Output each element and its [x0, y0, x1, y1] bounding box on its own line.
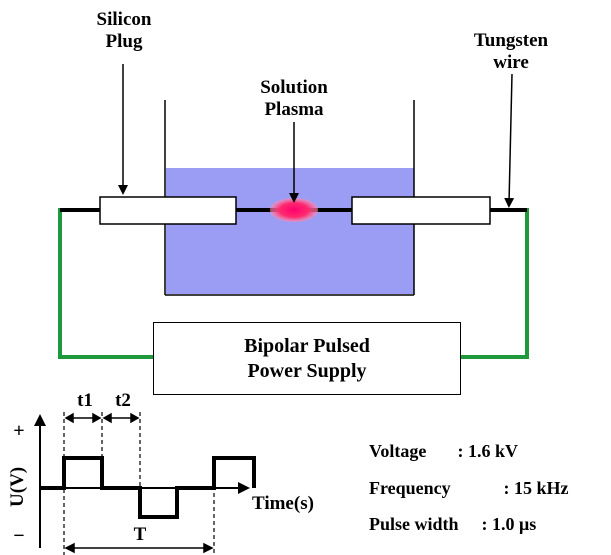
- silicon-plug-label: Silicon Plug: [84, 9, 164, 53]
- period-label: T: [133, 524, 147, 545]
- power-supply-line2: Power Supply: [247, 359, 367, 382]
- x-axis-arrowhead: [238, 482, 250, 494]
- silicon-plug-left: [99, 196, 237, 225]
- solution-plasma-label: Solution Plasma: [244, 77, 344, 121]
- y-axis-arrowhead: [34, 414, 46, 426]
- solution-plasma-label-line1: Solution: [260, 77, 328, 98]
- silicon-plug-right: [351, 196, 491, 225]
- param-frequency-name: Frequency: [369, 478, 451, 498]
- minus-sign: −: [13, 525, 25, 547]
- y-axis-label: U(V): [7, 466, 29, 507]
- tungsten-wire-label-line2: wire: [493, 51, 529, 73]
- t2-label: t2: [115, 390, 131, 411]
- t1-label: t1: [77, 390, 93, 411]
- tungsten-wire-arrow: [504, 73, 515, 208]
- t1-t2-dimension-arrows: [64, 412, 140, 424]
- plasma-glow: [270, 198, 318, 222]
- power-supply-box: Bipolar Pulsed Power Supply: [153, 322, 461, 395]
- x-axis-label: Time(s): [252, 493, 314, 514]
- param-pulse-width: Pulse width : 1.0 μs: [369, 514, 536, 535]
- param-frequency: Frequency : 15 kHz: [369, 478, 569, 499]
- power-supply-line1: Bipolar Pulsed: [244, 334, 370, 357]
- param-voltage-name: Voltage: [369, 441, 427, 461]
- green-wire-left: [58, 208, 153, 359]
- param-voltage-value: : 1.6 kV: [457, 441, 519, 461]
- tungsten-wire-label: Tungsten wire: [461, 30, 561, 74]
- silicon-plug-label-line2: Plug: [105, 30, 143, 52]
- param-frequency-value: : 15 kHz: [503, 478, 569, 498]
- period-dimension-arrow: [64, 542, 214, 554]
- tungsten-wire-label-line1: Tungsten: [473, 30, 549, 51]
- param-pulse-width-name: Pulse width: [369, 514, 459, 534]
- solution-plasma-label-line2: Plasma: [264, 98, 324, 120]
- timing-guides: [63, 412, 215, 555]
- green-wire-right: [461, 208, 529, 359]
- solution-fill: [166, 168, 414, 294]
- param-voltage: Voltage : 1.6 kV: [369, 441, 518, 462]
- param-pulse-width-value: : 1.0 μs: [481, 514, 537, 534]
- plus-sign: +: [13, 420, 25, 442]
- silicon-plug-label-line1: Silicon: [96, 9, 152, 30]
